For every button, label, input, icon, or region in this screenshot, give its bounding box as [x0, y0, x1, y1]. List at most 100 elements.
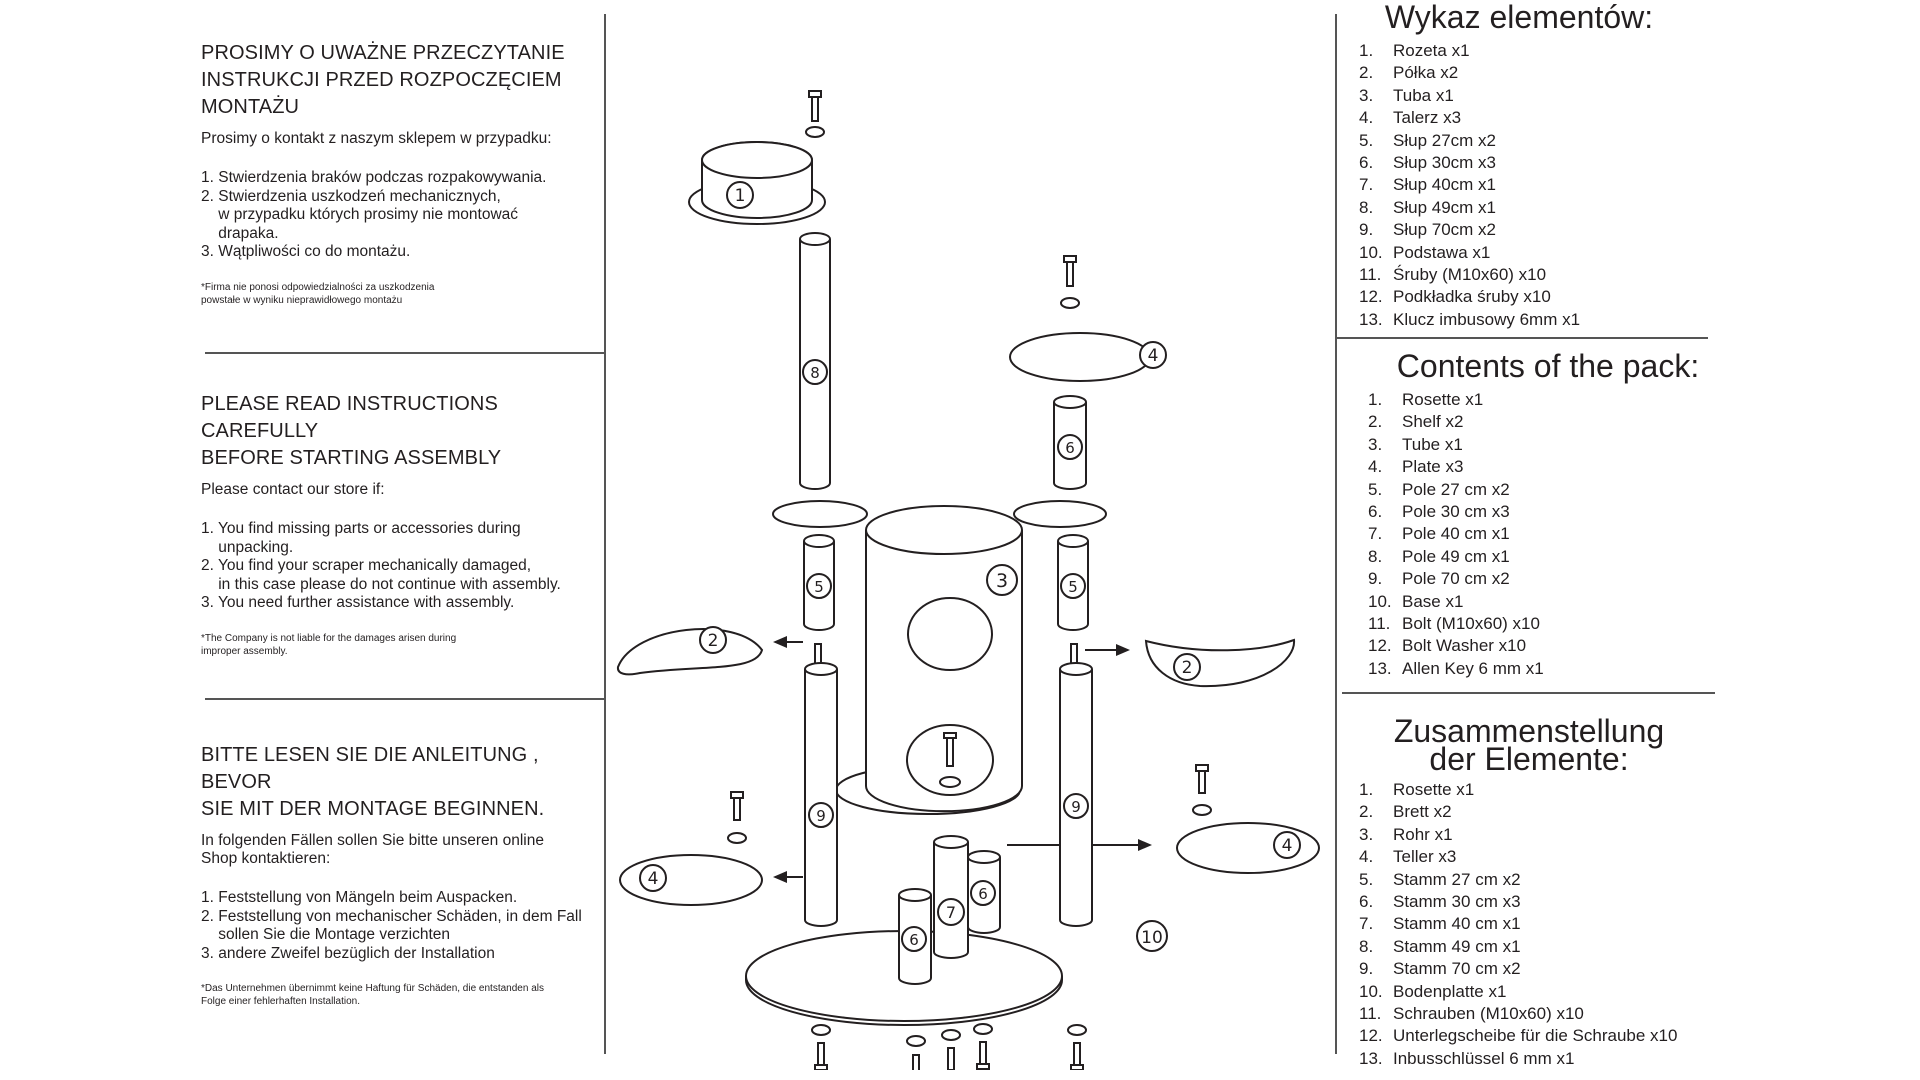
instructions-heading: PROSIMY O UWAŻNE PRZECZYTANIE INSTRUKCJI… — [201, 42, 565, 118]
parts-list-item: 12.Podkładka śruby x10 — [1359, 287, 1551, 307]
bolt-icon — [727, 791, 747, 844]
pole-30-top-label: 6 — [1065, 439, 1075, 457]
label-circle — [1063, 793, 1089, 819]
parts-list-item: 1.Rosette x1 — [1368, 390, 1484, 409]
plate-right: 4 — [1176, 822, 1320, 874]
label-circle — [1173, 653, 1201, 681]
instructions-english: PLEASE READ INSTRUCTIONS CAREFULLY BEFOR… — [201, 391, 601, 658]
pole-30cm-back: 6 — [967, 850, 1001, 934]
pole-30cm-front: 6 — [898, 888, 932, 985]
parts-divider-1 — [1335, 337, 1708, 339]
parts-list-item: 5.Stamm 27 cm x2 — [1359, 869, 1521, 889]
parts-list-item: 12.Bolt Washer x10 — [1368, 636, 1527, 656]
bolt-icon — [1060, 255, 1080, 309]
label-circle — [970, 880, 996, 906]
instructions-item: 1. Feststellung von Mängeln beim Auspack… — [201, 889, 518, 906]
parts-list-item: 11.Schrauben (M10x60) x10 — [1359, 1004, 1584, 1024]
parts-list-item: 7.Słup 40cm x1 — [1359, 175, 1496, 195]
shelf-right: 2 — [1144, 638, 1296, 688]
pole-30cm-top: 6 — [1053, 395, 1087, 490]
plate-left-label: 4 — [648, 869, 659, 889]
instructions-german: BITTE LESEN SIE DIE ANLEITUNG , BEVOR SI… — [201, 742, 601, 1008]
instructions-list: 1. You find missing parts or accessories… — [201, 520, 601, 613]
instructions-item: drapaka. — [201, 224, 279, 242]
parts-list-title: Contents of the pack: — [1396, 348, 1700, 384]
instructions-item: 3. Wątpliwości co do montażu. — [201, 243, 411, 260]
pole-70cm-left: 9 — [804, 662, 838, 927]
label-circle — [806, 573, 832, 599]
pole-27cm-right: 5 — [1057, 534, 1089, 631]
bolt-icon — [1067, 1024, 1087, 1070]
tube-label: 3 — [996, 570, 1008, 592]
parts-list-item: 2.Brett x2 — [1359, 802, 1452, 822]
instructions-list: 1. Stwierdzenia braków podczas rozpakowy… — [201, 169, 601, 262]
parts-list-german: Zusammenstellung der Elemente: 1.Rosette… — [1359, 713, 1779, 1070]
parts-list-item: 4.Plate x3 — [1368, 457, 1464, 477]
pole-27-left-label: 5 — [814, 578, 824, 596]
parts-list-item: 7.Stamm 40 cm x1 — [1359, 914, 1521, 934]
parts-divider-2 — [1342, 692, 1715, 694]
bolt-icon — [906, 1035, 926, 1070]
parts-list-polish: Wykaz elementów: 1.Rozeta x1 2.Półka x2 … — [1359, 0, 1679, 331]
pole-27-right-label: 5 — [1068, 578, 1078, 596]
label-circle — [986, 564, 1018, 596]
liability-note: *Firma nie ponosi odpowiedzialności za u… — [201, 281, 435, 306]
parts-list-item: 9.Pole 70 cm x2 — [1368, 569, 1510, 589]
parts-list-item: 6.Stamm 30 cm x3 — [1359, 892, 1521, 912]
instructions-item: 1. You find missing parts or accessories… — [201, 520, 521, 537]
instructions-item: 3. andere Zweifel bezüglich der Installa… — [201, 944, 495, 962]
parts-list-item: 13.Klucz imbusowy 6mm x1 — [1359, 309, 1581, 329]
parts-list-item: 7.Pole 40 cm x1 — [1368, 524, 1510, 544]
parts-list-item: 6.Słup 30cm x3 — [1359, 153, 1496, 173]
plate-left: 4 — [619, 854, 763, 906]
instructions-item: 1. Stwierdzenia braków podczas rozpakowy… — [201, 169, 547, 186]
label-circle — [901, 926, 927, 952]
parts-list-item: 4.Teller x3 — [1359, 847, 1457, 867]
bolt-icon — [941, 1029, 961, 1070]
parts-list: 1.Rosette x1 2.Brett x2 3.Rohr x1 4.Tell… — [1359, 779, 1779, 1070]
plate-top: 4 — [1009, 332, 1167, 382]
liability-note: *The Company is not liable for the damag… — [201, 632, 457, 657]
parts-list-item: 8.Stamm 49 cm x1 — [1359, 936, 1521, 956]
parts-list-item: 6.Pole 30 cm x3 — [1368, 502, 1510, 522]
right-column-divider — [1335, 14, 1337, 1054]
liability-note: *Das Unternehmen übernimmt keine Haftung… — [201, 983, 544, 1007]
label-circle — [1060, 573, 1086, 599]
parts-list-item: 3.Rohr x1 — [1359, 824, 1453, 844]
pole-49-label: 8 — [810, 364, 820, 382]
bolt-icon — [805, 90, 825, 138]
parts-list-title: Zusammenstellung der Elemente: — [1393, 713, 1665, 777]
arrow-icon — [773, 636, 803, 648]
tube-opening — [907, 597, 993, 671]
bolt-icon — [1192, 764, 1212, 816]
arrow-icon — [773, 871, 803, 883]
parts-list: 1.Rosette x1 2.Shelf x2 3.Tube x1 4.Plat… — [1368, 389, 1728, 680]
label-circle — [699, 626, 727, 654]
parts-list-item: 3.Tube x1 — [1368, 434, 1463, 454]
parts-list-item: 11.Śruby (M10x60) x10 — [1359, 265, 1547, 285]
parts-list-item: 8.Pole 49 cm x1 — [1368, 546, 1510, 566]
left-column-divider — [604, 14, 606, 1054]
parts-list-item: 13.Inbusschlüssel 6 mm x1 — [1359, 1048, 1575, 1068]
instructions-item: unpacking. — [201, 538, 294, 556]
label-circle — [1136, 920, 1168, 952]
instructions-list: 1. Feststellung von Mängeln beim Auspack… — [201, 889, 601, 963]
parts-list-item: 8.Słup 49cm x1 — [1359, 197, 1496, 217]
parts-list-item: 12.Unterlegscheibe für die Schraube x10 — [1359, 1026, 1678, 1046]
rosette-part: 1 — [688, 141, 826, 225]
label-circle — [1057, 434, 1083, 460]
shelf-left-label: 2 — [708, 631, 719, 651]
instructions-heading: BITTE LESEN SIE DIE ANLEITUNG , BEVOR SI… — [201, 744, 545, 820]
plate-right-label: 4 — [1282, 836, 1293, 856]
instructions-item: w przypadku których prosimy nie montować — [201, 206, 519, 223]
pole-49cm: 8 — [799, 232, 831, 490]
pole-40-label: 7 — [946, 903, 956, 922]
label-circle — [1273, 831, 1301, 859]
pole-cap-disk — [1013, 500, 1107, 528]
instructions-heading: PLEASE READ INSTRUCTIONS CAREFULLY BEFOR… — [201, 393, 502, 469]
parts-list-item: 1.Rozeta x1 — [1359, 41, 1470, 60]
label-circle — [639, 864, 667, 892]
parts-list-item: 10.Podstawa x1 — [1359, 242, 1491, 262]
parts-list-item: 13.Allen Key 6 mm x1 — [1368, 658, 1544, 678]
